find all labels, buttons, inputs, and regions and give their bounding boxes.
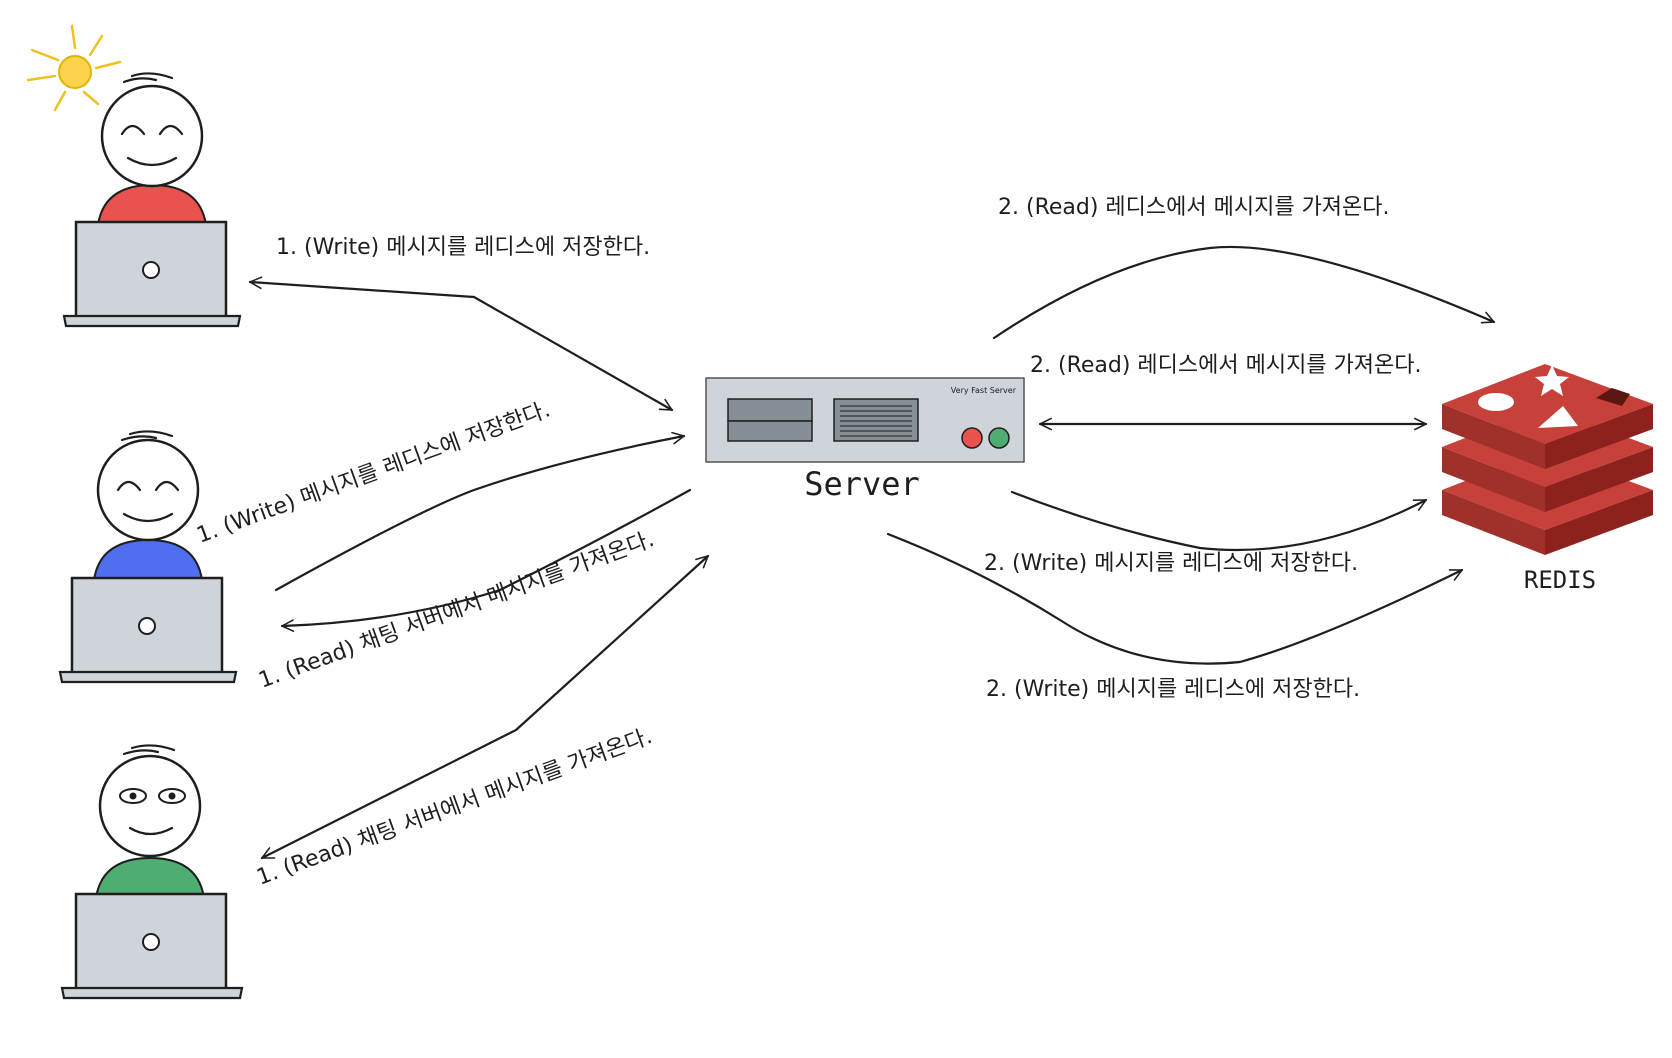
drive-bay-1 (727, 398, 813, 422)
server-label: Server (804, 465, 920, 503)
laptop-icon (60, 892, 244, 1000)
laptop-icon (62, 220, 242, 328)
client-2-head (96, 438, 200, 542)
client-2-shirt (92, 538, 204, 581)
label-redis-read-top: 2. (Read) 레디스에서 메시지를 가져온다. (998, 195, 1390, 220)
arrow-redis-read-top (992, 245, 1496, 340)
client-3-user (60, 744, 244, 1000)
label-redis-read-mid: 2. (Read) 레디스에서 메시지를 가져온다. (1030, 353, 1422, 378)
client-1-user (62, 72, 242, 328)
status-led-green (988, 427, 1010, 449)
label-redis-write-bottom: 2. (Write) 메시지를 레디스에 저장한다. (986, 677, 1360, 702)
redis-star-shape (1535, 365, 1569, 396)
label-client2-write: 1. (Write) 메시지를 레디스에 저장한다. (194, 397, 554, 548)
redis-logo-icon (1442, 364, 1653, 555)
client-1-shirt (96, 183, 208, 226)
redis-ellipse-shape (1478, 393, 1514, 411)
client-1-head (100, 84, 204, 188)
arrow-client3-read (260, 554, 710, 860)
server-box: Very Fast Server (705, 377, 1025, 463)
vent-grille (833, 398, 919, 442)
arrow-client2-write (274, 431, 686, 592)
label-client3-read: 1. (Read) 채팅 서버에서 메시지를 가져온다. (254, 724, 656, 891)
client-2-user (58, 430, 238, 684)
laptop-icon (58, 576, 238, 684)
redis-label: REDIS (1524, 566, 1596, 594)
label-client2-read: 1. (Read) 채팅 서버에서 메시지를 가져온다. (256, 527, 658, 694)
drive-bay-2 (727, 420, 813, 442)
arrow-client1-server (248, 276, 674, 412)
arrow-redis-write-bottom (886, 532, 1464, 665)
server-caption: Very Fast Server (951, 386, 1017, 395)
client-3-shirt (94, 856, 206, 899)
label-redis-write-mid: 2. (Write) 메시지를 레디스에 저장한다. (984, 551, 1358, 576)
redis-cube-shape (1596, 388, 1630, 406)
arrow-redis-write-mid (1010, 490, 1428, 552)
sun-icon (26, 24, 122, 112)
status-led-red (961, 427, 983, 449)
client-3-head (98, 754, 202, 858)
label-client1-write: 1. (Write) 메시지를 레디스에 저장한다. (276, 235, 650, 260)
redis-triangle-shape (1538, 406, 1578, 428)
